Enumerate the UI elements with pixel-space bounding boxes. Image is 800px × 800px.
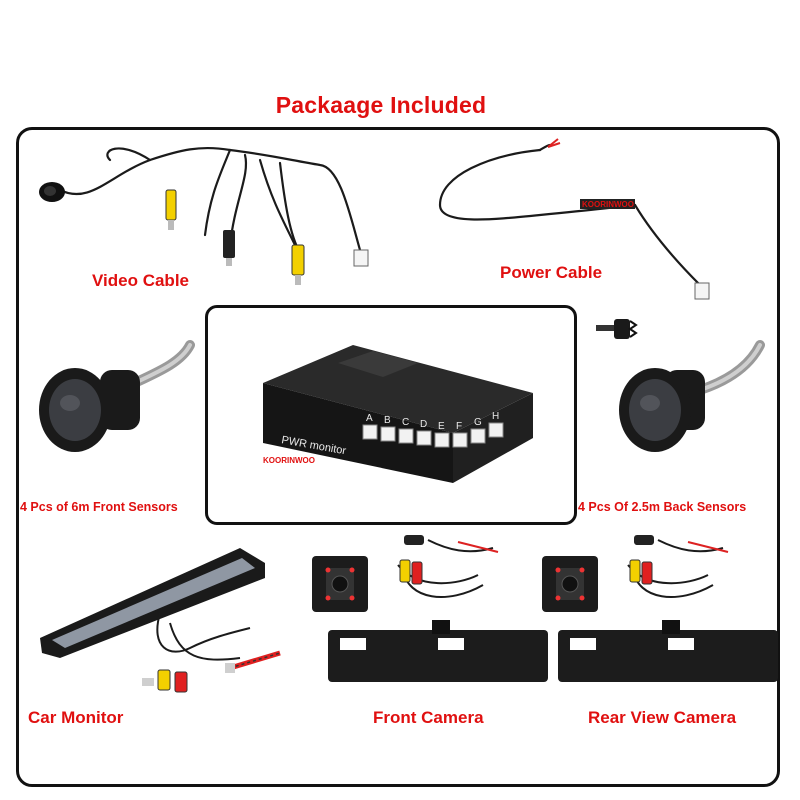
back-sensors-label: 4 Pcs Of 2.5m Back Sensors: [578, 500, 747, 514]
port-row: [362, 422, 504, 448]
rear-camera-image: [542, 535, 778, 682]
page-title: Packaage Included: [275, 92, 487, 118]
front-camera-label: Front Camera: [373, 708, 484, 727]
port-label-b: B: [384, 415, 391, 426]
back-sensor-image: [619, 340, 765, 452]
control-box-image: PWR monitor A B C D E F G H KOORINWOO: [263, 345, 533, 483]
port-label-a: A: [366, 413, 373, 424]
port-label-g: G: [474, 417, 482, 428]
car-monitor-label: Car Monitor: [28, 708, 124, 727]
power-cable-label: Power Cable: [500, 263, 603, 282]
control-box-panel: PWR monitor A B C D E F G H KOORINWOO: [205, 305, 577, 525]
port-label-d: D: [420, 419, 427, 430]
package-frame: [16, 127, 780, 787]
video-cable-label: Video Cable: [92, 271, 189, 290]
front-sensors-label: 4 Pcs of 6m Front Sensors: [20, 500, 178, 514]
port-label-f: F: [456, 421, 462, 432]
control-box-brand-text: KOORINWOO: [263, 456, 315, 465]
port-label-c: C: [402, 417, 409, 428]
port-label-e: E: [438, 421, 445, 432]
car-monitor-image: [40, 548, 281, 693]
power-cable-image: KOORINWOO: [438, 138, 710, 300]
power-cable-brand-text: KOORINWOO: [582, 200, 634, 209]
rear-camera-label: Rear View Camera: [588, 708, 737, 727]
front-sensor-image: [39, 340, 195, 452]
drill-bit-image: [596, 319, 638, 339]
video-cable-image: [39, 146, 369, 285]
front-camera-image: [312, 535, 548, 682]
port-label-h: H: [492, 411, 499, 422]
